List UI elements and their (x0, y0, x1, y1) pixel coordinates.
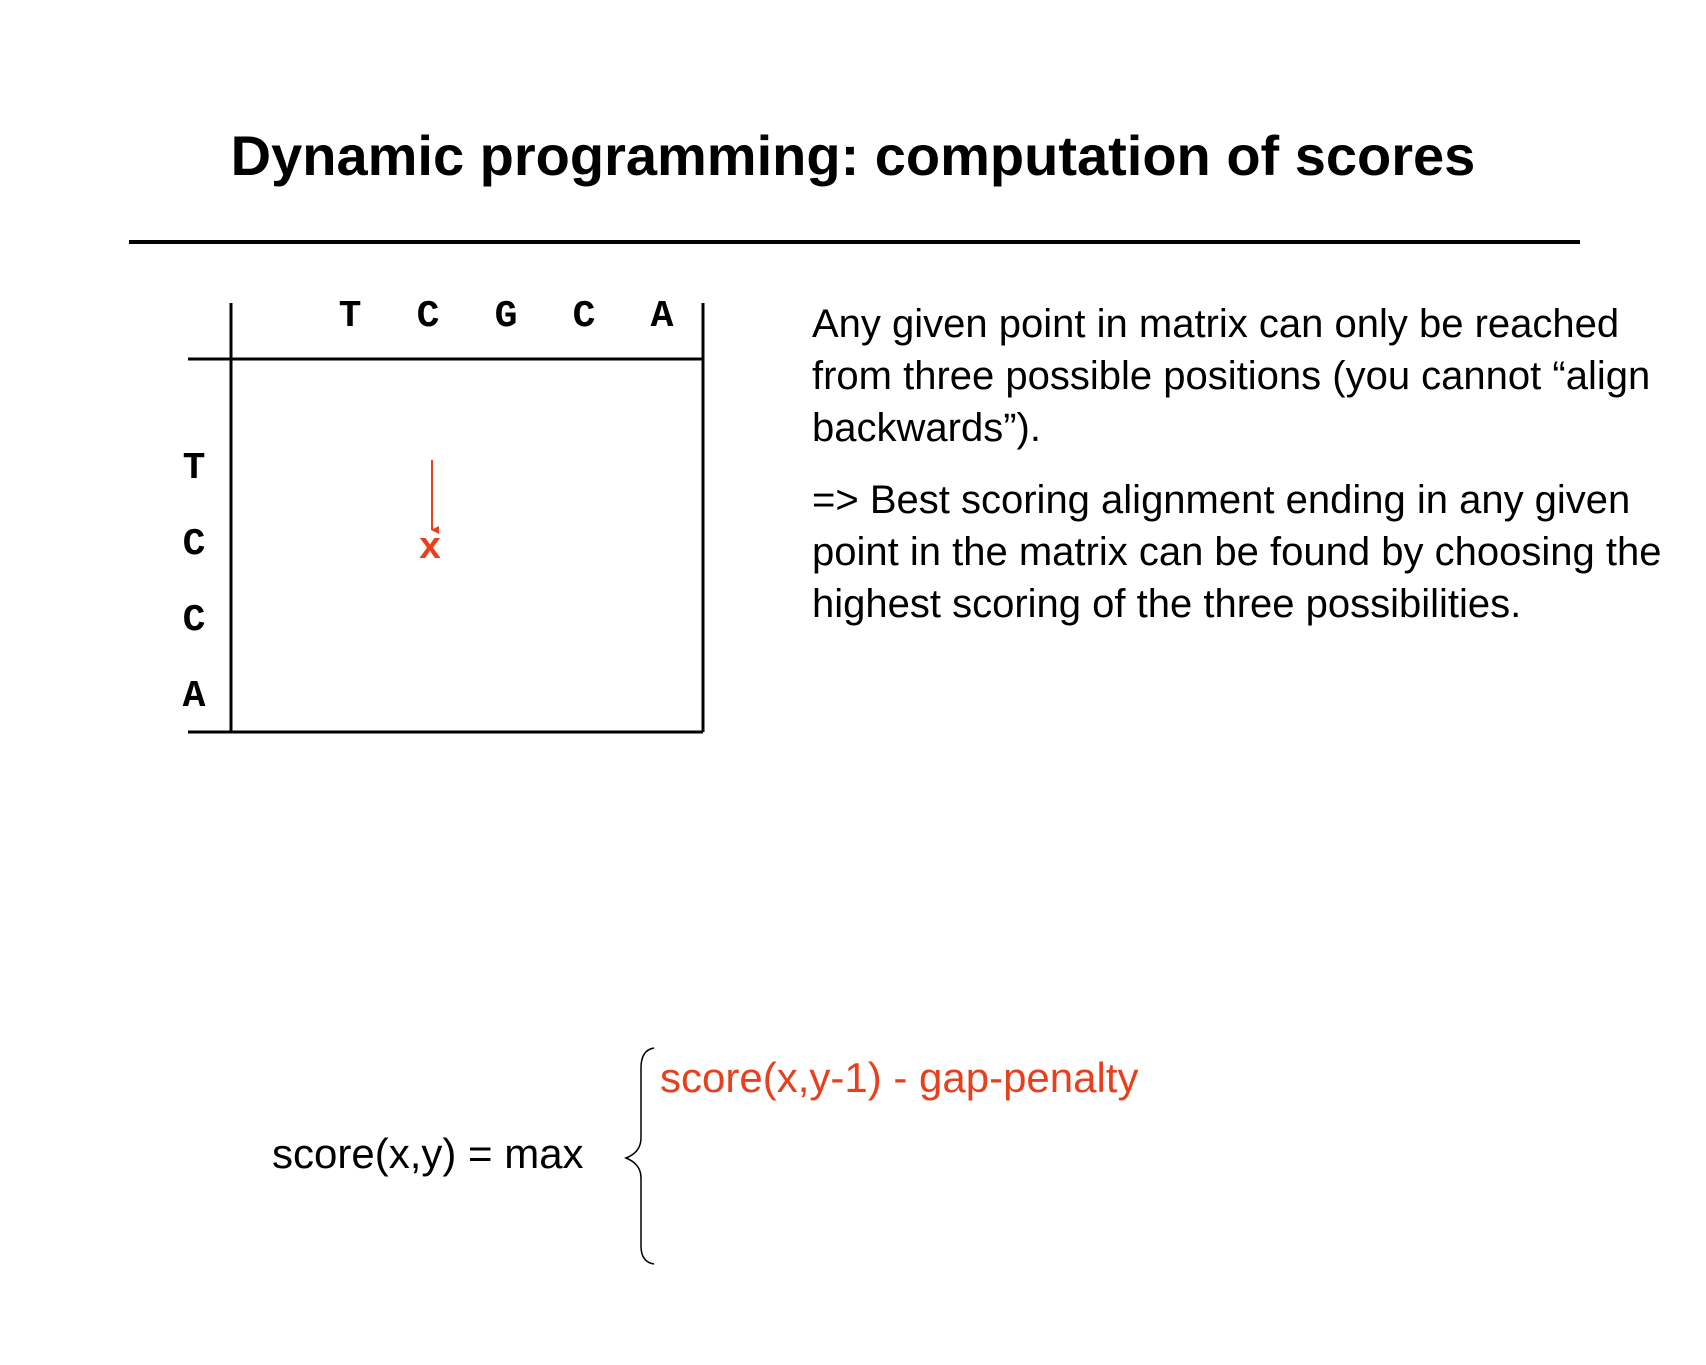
column-sequence: T C G C A (339, 295, 674, 338)
highlighted-point-marker: x (419, 527, 442, 570)
explanation-text: Any given point in matrix can only be re… (812, 298, 1672, 650)
row-letter: C (183, 523, 206, 566)
slide-title: Dynamic programming: computation of scor… (230, 124, 1476, 187)
column-letter: T (339, 295, 362, 338)
column-letter: C (417, 295, 440, 338)
column-letter: C (573, 295, 596, 338)
title-divider (129, 240, 1580, 244)
column-letter: G (495, 295, 518, 338)
row-letter: C (183, 599, 206, 642)
row-letter: T (183, 447, 206, 490)
explanation-paragraph-2: => Best scoring alignment ending in any … (812, 478, 1662, 626)
column-letter: A (651, 295, 674, 338)
row-sequence: T C C A (183, 447, 206, 718)
formula-case-gap: score(x,y-1) - gap-penalty (660, 1054, 1139, 1101)
row-letter: A (183, 675, 206, 718)
explanation-paragraph-1: Any given point in matrix can only be re… (812, 302, 1651, 450)
formula-lhs: score(x,y) = max (272, 1130, 584, 1177)
formula-brace (623, 1047, 655, 1265)
